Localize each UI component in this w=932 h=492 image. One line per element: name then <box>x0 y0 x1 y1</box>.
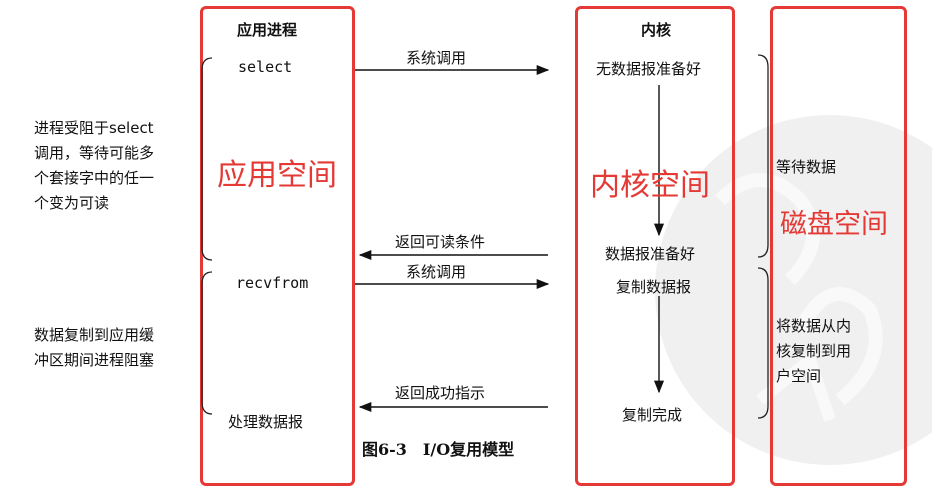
return-success-label: 返回成功指示 <box>395 384 486 402</box>
note-block-copy: 数据复制到应用缓 冲区期间进程阻塞 <box>34 326 155 369</box>
kernel-header: 内核 <box>641 21 672 39</box>
syscall-1-label: 系统调用 <box>406 49 467 67</box>
left-bracket-bottom <box>201 271 213 415</box>
kernel-space-annotation: 内核空间 <box>590 168 710 203</box>
no-datagram-ready-label: 无数据报准备好 <box>596 60 702 78</box>
right-bracket-top <box>757 54 769 258</box>
figure-caption: 图6-3 I/O复用模型 <box>362 440 515 459</box>
syscall-2-label: 系统调用 <box>406 263 467 281</box>
right-bracket-bottom <box>757 267 769 419</box>
note-block-select: 进程受阻于select 调用，等待可能多 个套接字中的任一 个变为可读 <box>34 119 155 212</box>
wait-data-label: 等待数据 <box>776 158 837 176</box>
app-process-header: 应用进程 <box>237 21 298 39</box>
datagram-ready-label: 数据报准备好 <box>605 245 696 263</box>
copy-complete-label: 复制完成 <box>622 406 683 424</box>
recvfrom-call: recvfrom <box>236 274 309 292</box>
note-copy-to-user: 将数据从内 核复制到用 户空间 <box>776 317 852 385</box>
left-bracket-top <box>201 57 213 261</box>
disk-space-box <box>770 6 907 486</box>
kernel-space-box <box>575 6 735 486</box>
disk-space-annotation: 磁盘空间 <box>780 209 888 240</box>
app-space-annotation: 应用空间 <box>217 158 337 193</box>
select-call: select <box>238 58 293 76</box>
copy-datagram-label: 复制数据报 <box>616 278 692 296</box>
process-datagram-label: 处理数据报 <box>228 413 304 431</box>
return-readable-label: 返回可读条件 <box>395 233 486 251</box>
